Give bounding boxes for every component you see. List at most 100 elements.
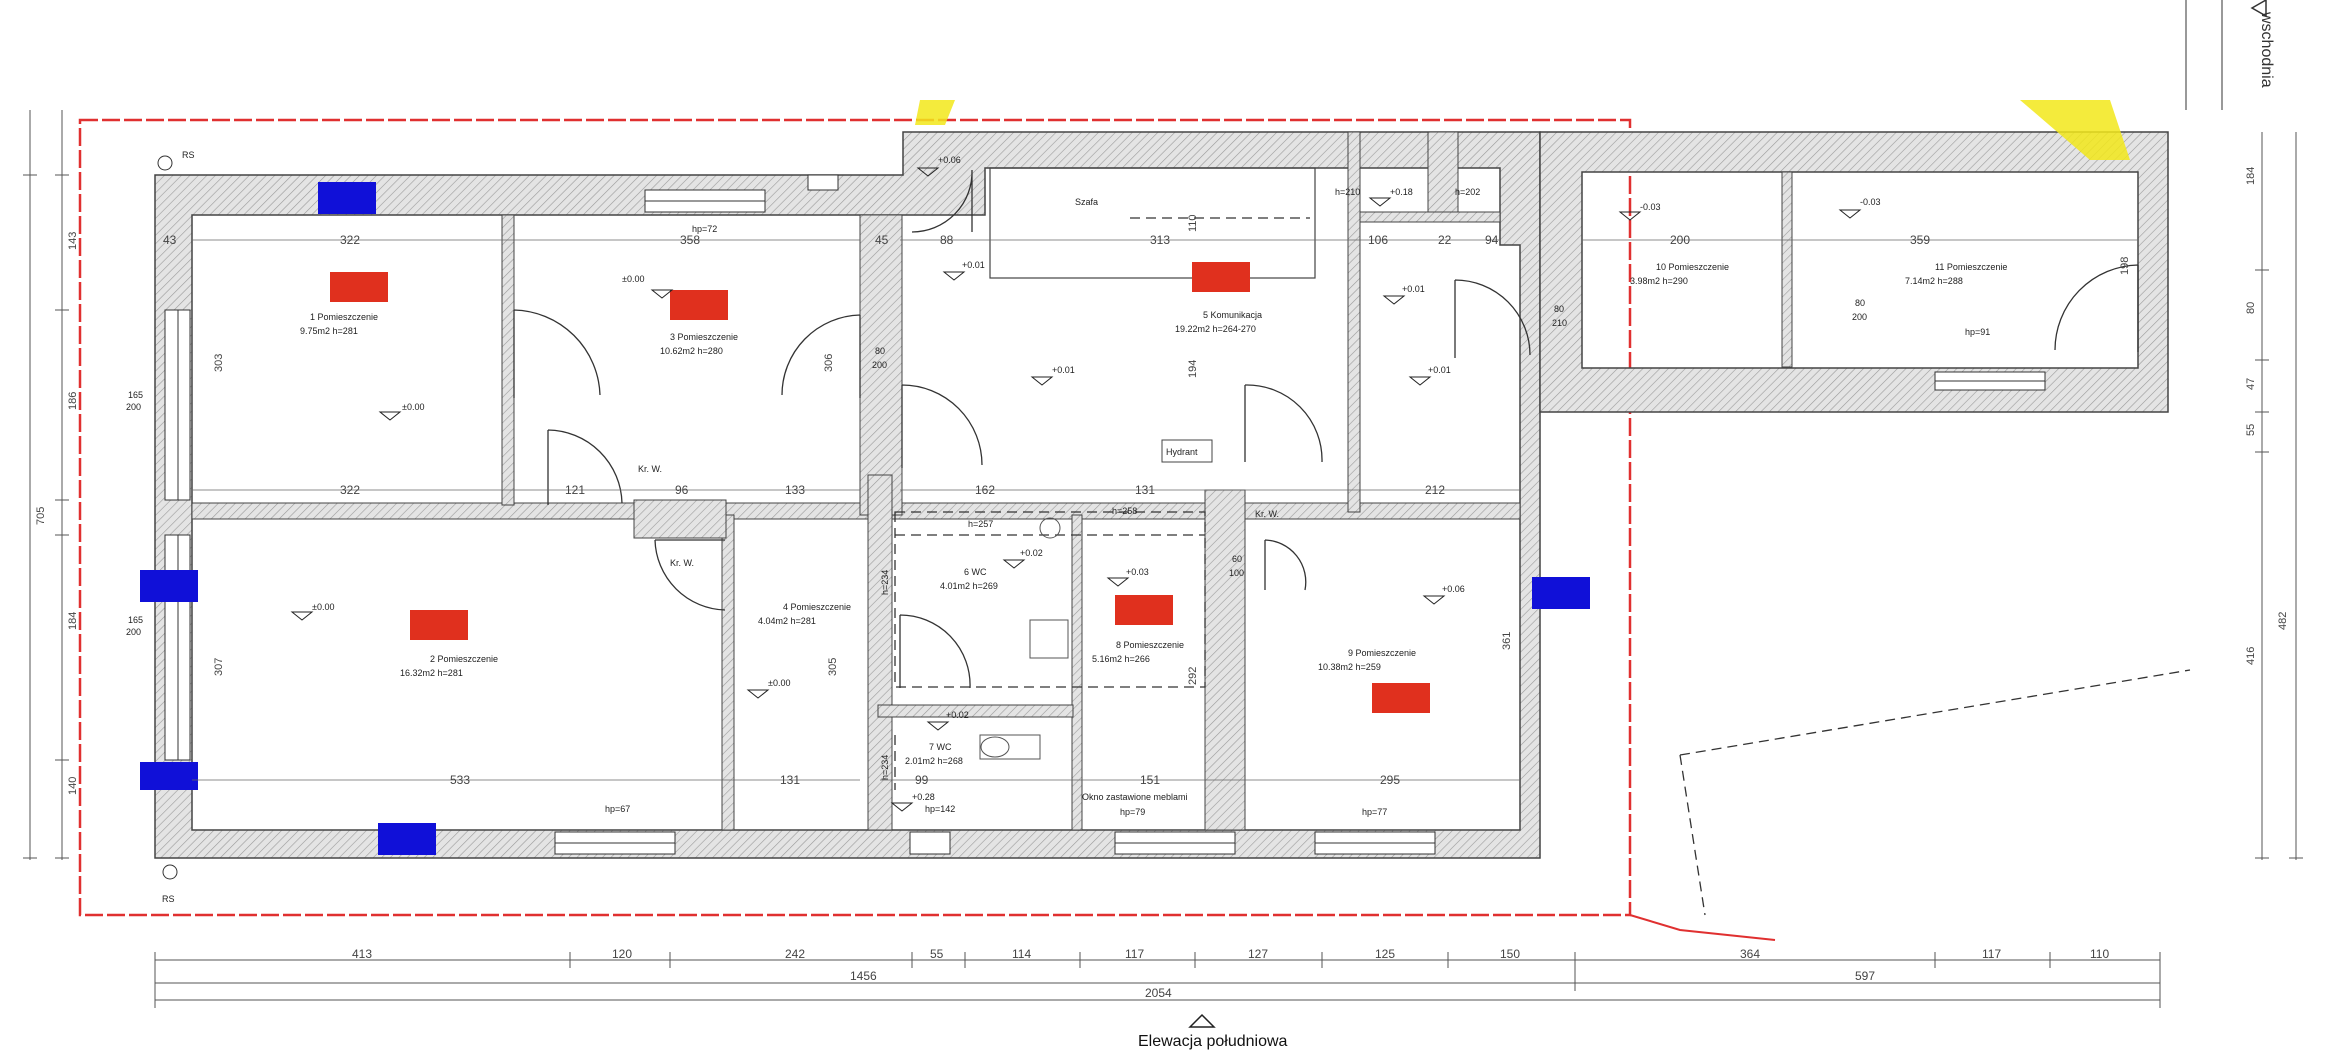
blue-marker [1532,577,1590,609]
rs-note-1: RS [182,150,195,160]
okno-note: Okno zastawione meblami [1082,792,1188,802]
left-dimension-chain: 143 186 705 184 140 [23,110,79,860]
svg-text:7 WC: 7 WC [929,742,952,752]
svg-text:99: 99 [915,773,929,787]
svg-text:9.75m2 h=281: 9.75m2 h=281 [300,326,358,336]
red-marker [1192,262,1250,292]
szafa-note: Szafa [1075,197,1098,207]
svg-text:165: 165 [128,615,143,625]
svg-text:307: 307 [213,658,225,676]
elewacja-poludniowa-label: Elewacja południowa [1138,1033,1288,1050]
svg-text:114: 114 [1012,947,1031,961]
svg-text:359: 359 [1910,233,1930,247]
room-10-label: 10 Pomieszczenie 3.98m2 h=290 [1630,262,1729,286]
doors [513,169,2139,689]
svg-text:10.38m2 h=259: 10.38m2 h=259 [1318,662,1381,672]
red-marker [1115,595,1173,625]
h210-note: h=210 [1335,187,1360,197]
room-dimensions: 322 358 322 121 96 133 533 131 313 162 1… [163,214,2138,787]
svg-text:94: 94 [1485,233,1499,247]
svg-text:hp=72: hp=72 [692,224,717,234]
svg-text:2054: 2054 [1145,986,1172,1000]
top-right-edge: wschodnia [2185,0,2275,110]
svg-text:705: 705 [35,507,47,525]
svg-text:3.98m2 h=290: 3.98m2 h=290 [1630,276,1688,286]
blue-marker [140,762,198,790]
room-9-label: 9 Pomieszczenie 10.38m2 h=259 [1318,648,1416,672]
h234-note-2: h=234 [880,755,890,780]
svg-text:121: 121 [565,483,585,497]
svg-text:117: 117 [1982,947,2001,961]
h202-note: h=202 [1455,187,1480,197]
svg-text:306: 306 [823,354,835,372]
svg-text:162: 162 [975,483,995,497]
svg-text:7.14m2 h=288: 7.14m2 h=288 [1905,276,1963,286]
svg-text:186: 186 [67,392,79,410]
svg-text:200: 200 [126,627,141,637]
rs-circle-icon [157,155,173,171]
svg-text:1456: 1456 [850,969,877,983]
svg-text:+0.01: +0.01 [1052,365,1075,375]
svg-text:533: 533 [450,773,470,787]
svg-text:165: 165 [128,390,143,400]
svg-text:292: 292 [1187,667,1199,685]
elevation-triangle-icon [2250,0,2267,18]
svg-text:2 Pomieszczenie: 2 Pomieszczenie [430,654,498,664]
svg-text:1 Pomieszczenie: 1 Pomieszczenie [310,312,378,322]
svg-text:305: 305 [827,658,839,676]
svg-text:3 Pomieszczenie: 3 Pomieszczenie [670,332,738,342]
svg-text:-0.03: -0.03 [1640,202,1661,212]
h257-note: h=257 [968,519,993,529]
svg-text:303: 303 [213,354,225,372]
sanitary-fixtures [979,517,1069,760]
svg-text:80: 80 [2245,302,2257,314]
sink-icon [1039,517,1061,539]
svg-text:±0.00: ±0.00 [768,678,790,688]
svg-text:4.01m2 h=269: 4.01m2 h=269 [940,581,998,591]
svg-text:80: 80 [875,346,885,356]
walls [154,131,2169,859]
red-marker [1372,683,1430,713]
room-4-label: 4 Pomieszczenie 4.04m2 h=281 [758,602,851,626]
svg-text:200: 200 [872,360,887,370]
svg-text:127: 127 [1248,947,1268,961]
hydrant-box [1161,439,1213,463]
room-5-label: 5 Komunikacja 19.22m2 h=264-270 [1175,310,1262,334]
wschodnia-label: wschodnia [2258,11,2275,88]
svg-text:131: 131 [780,773,800,787]
red-marker [410,610,468,640]
svg-text:322: 322 [340,483,360,497]
svg-text:+0.02: +0.02 [1020,548,1043,558]
rs-circle-icon [162,864,178,880]
svg-text:125: 125 [1375,947,1395,961]
svg-text:184: 184 [2245,167,2257,185]
svg-text:184: 184 [67,612,79,630]
svg-text:6 WC: 6 WC [964,567,987,577]
svg-text:150: 150 [1500,947,1520,961]
room-6-label: 6 WC 4.01m2 h=269 [940,567,998,591]
blue-markers [140,182,1590,855]
svg-text:151: 151 [1140,773,1160,787]
svg-text:±0.00: ±0.00 [402,402,424,412]
yellow-highlights [915,100,2130,160]
svg-text:19.22m2 h=264-270: 19.22m2 h=264-270 [1175,324,1256,334]
bottom-dimension-chain: 413 120 242 55 114 117 127 125 150 364 1… [154,947,2161,1008]
svg-text:106: 106 [1368,233,1388,247]
svg-text:hp=142: hp=142 [925,804,955,814]
notes: Szafa Hydrant Okno zastawione meblami Kr… [157,150,1480,904]
red-marker [330,272,388,302]
h234-note: h=234 [880,570,890,595]
svg-text:hp=67: hp=67 [605,804,630,814]
svg-text:5 Komunikacja: 5 Komunikacja [1203,310,1262,320]
svg-text:80: 80 [1554,304,1564,314]
cloud-leader [1629,914,1776,941]
svg-text:-0.03: -0.03 [1860,197,1881,207]
room-2-label: 2 Pomieszczenie 16.32m2 h=281 [400,654,498,678]
room-3-label: 3 Pomieszczenie 10.62m2 h=280 [660,332,738,356]
krw-note-1: Kr. W. [638,464,662,474]
svg-text:55: 55 [930,947,944,961]
svg-text:4 Pomieszczenie: 4 Pomieszczenie [783,602,851,612]
svg-text:43: 43 [163,233,177,247]
red-markers [330,262,1430,713]
